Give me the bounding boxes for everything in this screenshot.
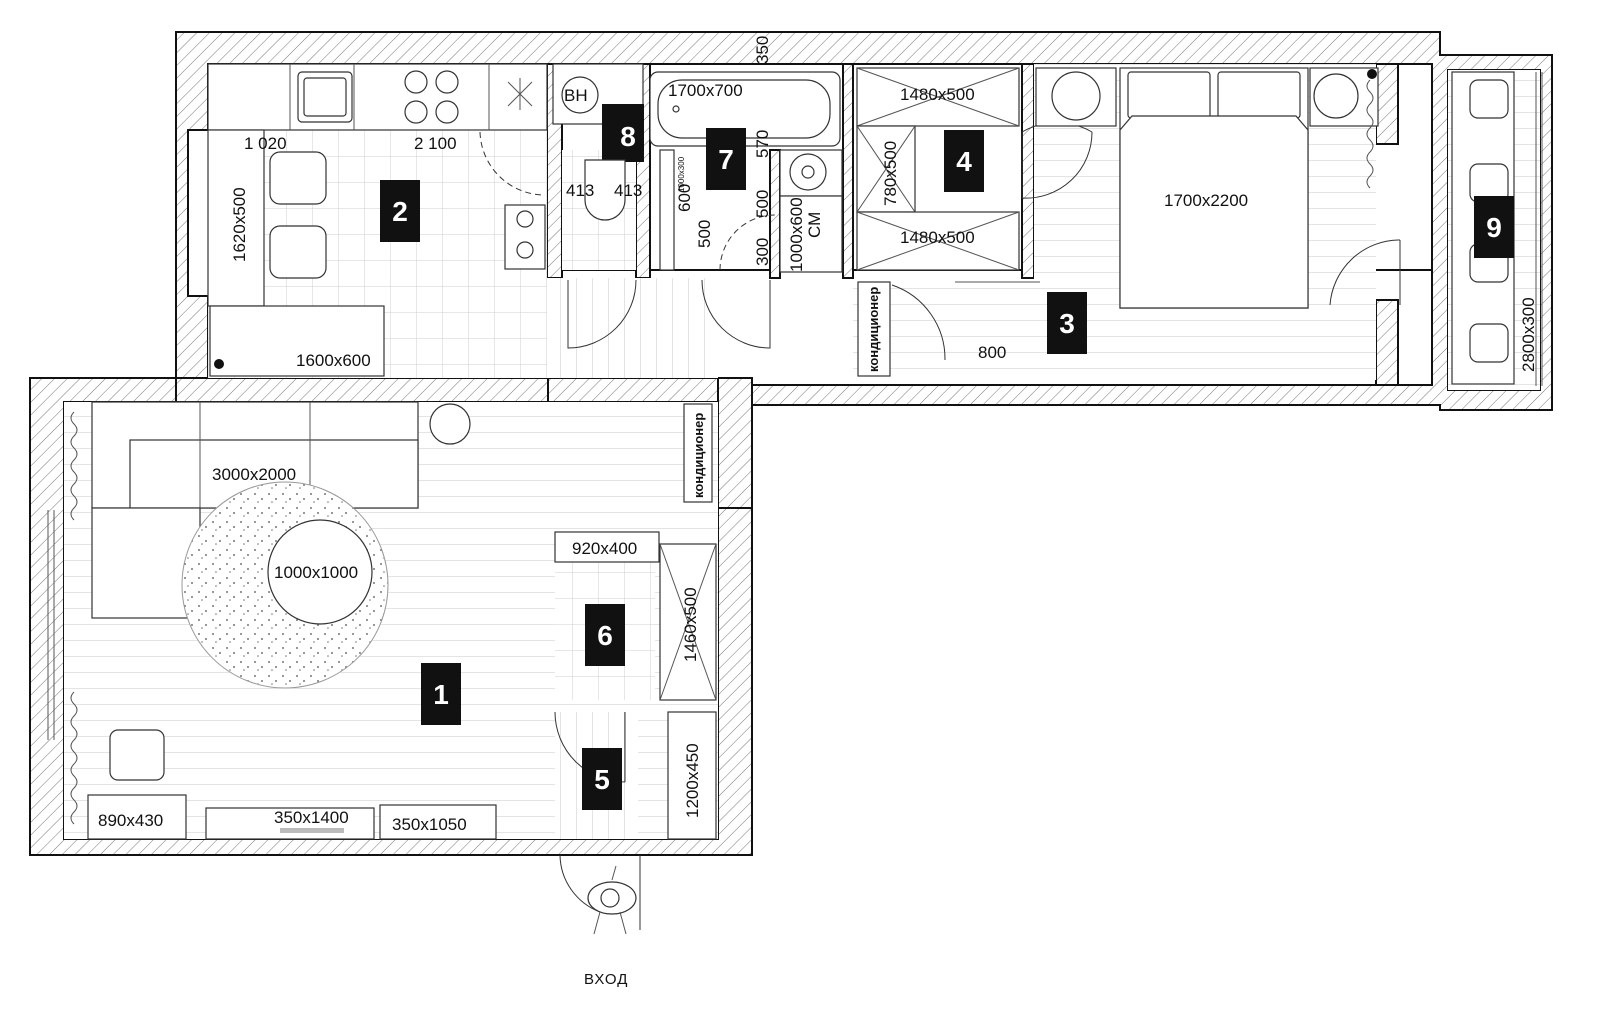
dim-round-table: 1000x1000 xyxy=(274,563,358,582)
svg-text:6: 6 xyxy=(597,620,613,651)
svg-text:4: 4 xyxy=(956,146,972,177)
room-badge-1: 1 xyxy=(421,663,461,725)
dim-kitchen-1020: 1 020 xyxy=(244,134,287,153)
room-badge-7: 7 xyxy=(706,128,746,190)
dim-wash: 1000x600 xyxy=(787,197,806,272)
dim-hall: 1200x450 xyxy=(683,743,702,818)
dim-500a: 500 xyxy=(695,220,714,248)
dim-bath: 1700x700 xyxy=(668,81,743,100)
closet-4 xyxy=(856,67,1093,271)
bedroom-furniture xyxy=(955,67,1401,309)
closet-6 xyxy=(554,531,717,930)
svg-text:9: 9 xyxy=(1486,212,1502,243)
ac-labels: кондиционер кондиционер xyxy=(691,287,881,498)
dim-balcony: 2800x300 xyxy=(1519,297,1538,372)
svg-text:1: 1 xyxy=(433,679,449,710)
person-figure xyxy=(587,865,637,935)
dim-unit-350x1400: 350x1400 xyxy=(274,808,349,827)
dim-sofa: 3000x2000 xyxy=(212,465,296,484)
room-badges: 1 2 3 4 5 6 7 8 9 xyxy=(380,121,1514,810)
corridor-doors xyxy=(567,279,771,349)
dim-wc-413a: 413 xyxy=(566,181,594,200)
living-furniture xyxy=(47,401,497,840)
dim-closet4-top: 1480x500 xyxy=(900,85,975,104)
room-badge-4: 4 xyxy=(944,130,984,192)
bath-furniture xyxy=(552,63,843,273)
ac-units xyxy=(683,281,946,503)
dim-bed: 1700x2200 xyxy=(1164,191,1248,210)
dimension-labels: 350 1700x700 1480x500 780x500 1480x500 1… xyxy=(98,36,1538,834)
room-badge-6: 6 xyxy=(585,604,625,666)
svg-text:8: 8 xyxy=(620,121,636,152)
dim-wash-cm: СМ xyxy=(805,212,824,238)
dim-bh: ВН xyxy=(564,86,588,105)
dim-closet4-side: 780x500 xyxy=(881,141,900,206)
ac-label-living: кондиционер xyxy=(691,413,706,498)
ac-label-bedroom: кондиционер xyxy=(866,287,881,372)
svg-text:7: 7 xyxy=(718,144,734,175)
room-badge-8: 8 xyxy=(620,121,636,152)
dim-closet6-top: 920x400 xyxy=(572,539,637,558)
room-badge-5: 5 xyxy=(582,748,622,810)
dim-570: 570 xyxy=(753,130,772,158)
dim-800: 800 xyxy=(978,343,1006,362)
room-badge-3: 3 xyxy=(1047,292,1087,354)
entrance-label: ВХОД xyxy=(584,971,628,988)
dim-kitchen-counter: 1600x600 xyxy=(296,351,371,370)
svg-text:5: 5 xyxy=(594,764,610,795)
dim-wc-413b: 413 xyxy=(614,181,642,200)
kitchen-furniture xyxy=(207,63,548,377)
dim-unit-350x1050: 350x1050 xyxy=(392,815,467,834)
dim-kitchen-table: 1620x500 xyxy=(230,187,249,262)
dim-1000x300: 1000x300 xyxy=(677,156,686,192)
svg-text:3: 3 xyxy=(1059,308,1075,339)
room-badge-2: 2 xyxy=(380,180,420,242)
dim-unit-890: 890x430 xyxy=(98,811,163,830)
dim-closet4-bottom: 1480x500 xyxy=(900,228,975,247)
dim-closet6-side: 1460x500 xyxy=(681,587,700,662)
dim-300: 300 xyxy=(753,238,772,266)
dim-500b: 500 xyxy=(753,190,772,218)
dim-600: 600 xyxy=(675,184,694,212)
room-badge-9: 9 xyxy=(1474,196,1514,258)
dim-kitchen-2100: 2 100 xyxy=(414,134,457,153)
svg-text:2: 2 xyxy=(392,196,408,227)
dim-350: 350 xyxy=(753,36,772,64)
